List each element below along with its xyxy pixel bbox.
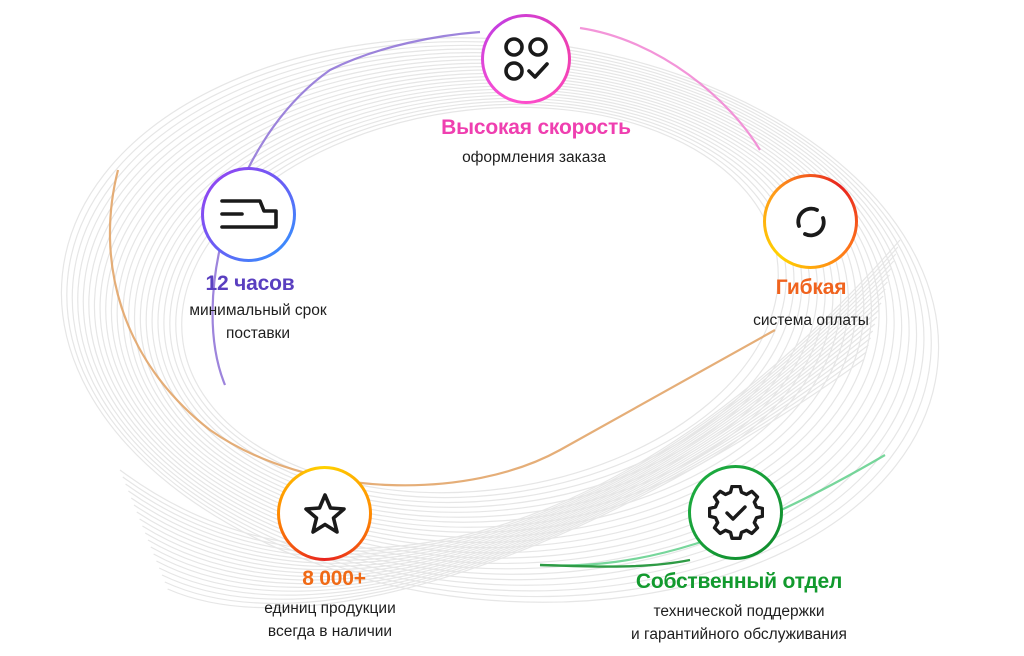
loop-sweep-line <box>164 351 867 604</box>
exchange-arrows-icon <box>795 206 826 237</box>
stock-subtitle-line1: единиц продукции <box>264 600 396 617</box>
support-subtitle-line2: и гарантийного обслуживания <box>631 626 847 643</box>
accent-line-purple <box>211 30 481 386</box>
delivery-title: 12 часов <box>205 272 295 295</box>
loop-sweep-line <box>119 239 901 549</box>
stock-subtitle-line2: всегда в наличии <box>267 623 393 640</box>
loop-sweep-line <box>136 281 888 567</box>
support-icon-ring <box>688 465 783 560</box>
loop-sweep-line <box>150 316 878 585</box>
loop-line <box>145 88 826 523</box>
loop-sweep-line <box>161 344 869 600</box>
accent-line-orange <box>108 169 776 487</box>
loop-sweep-line <box>125 253 897 555</box>
loop-sweep-line <box>144 302 882 578</box>
loop-sweep-line <box>167 358 865 609</box>
delivery-subtitle-line2: поставки <box>226 325 290 342</box>
loop-sweep-line <box>133 274 890 564</box>
loop-line <box>163 97 803 508</box>
loop-sweep-line <box>122 246 899 552</box>
stock-title: 8 000+ <box>302 567 366 590</box>
loop-line <box>181 106 779 494</box>
accent-line-pink <box>579 26 761 151</box>
gear-check-icon <box>707 484 764 540</box>
star-icon <box>303 492 346 534</box>
shapes-check-icon <box>504 37 549 81</box>
speed-subtitle: оформления заказа <box>462 149 606 166</box>
loop-sweep-line <box>142 295 884 574</box>
loop-sweep-line <box>158 337 871 596</box>
stock-icon-ring <box>277 466 372 561</box>
loop-sweep-line <box>128 260 895 558</box>
loop-sweep-line <box>153 323 876 588</box>
fast-delivery-icon <box>219 198 278 229</box>
delivery-icon-ring <box>201 167 296 262</box>
loop-sweep-line <box>139 288 886 571</box>
support-title: Собственный отдел <box>635 570 843 593</box>
loop-line <box>157 94 811 513</box>
delivery-subtitle-line1: минимальный срок <box>189 302 327 319</box>
accent-line-darkgreen <box>539 558 691 568</box>
payment-title: Гибкая <box>775 276 847 299</box>
payment-icon-ring <box>763 174 858 269</box>
loop-sweep-line <box>156 330 874 592</box>
speed-icon-ring <box>481 14 571 104</box>
loop-line <box>139 85 834 528</box>
speed-title: Высокая скорость <box>441 116 631 139</box>
loop-line <box>151 91 819 518</box>
support-subtitle-line1: технической поддержки <box>653 603 825 620</box>
loop-sweep-line <box>147 309 880 581</box>
loop-sweep-line <box>130 267 893 561</box>
payment-subtitle: система оплаты <box>753 312 869 329</box>
